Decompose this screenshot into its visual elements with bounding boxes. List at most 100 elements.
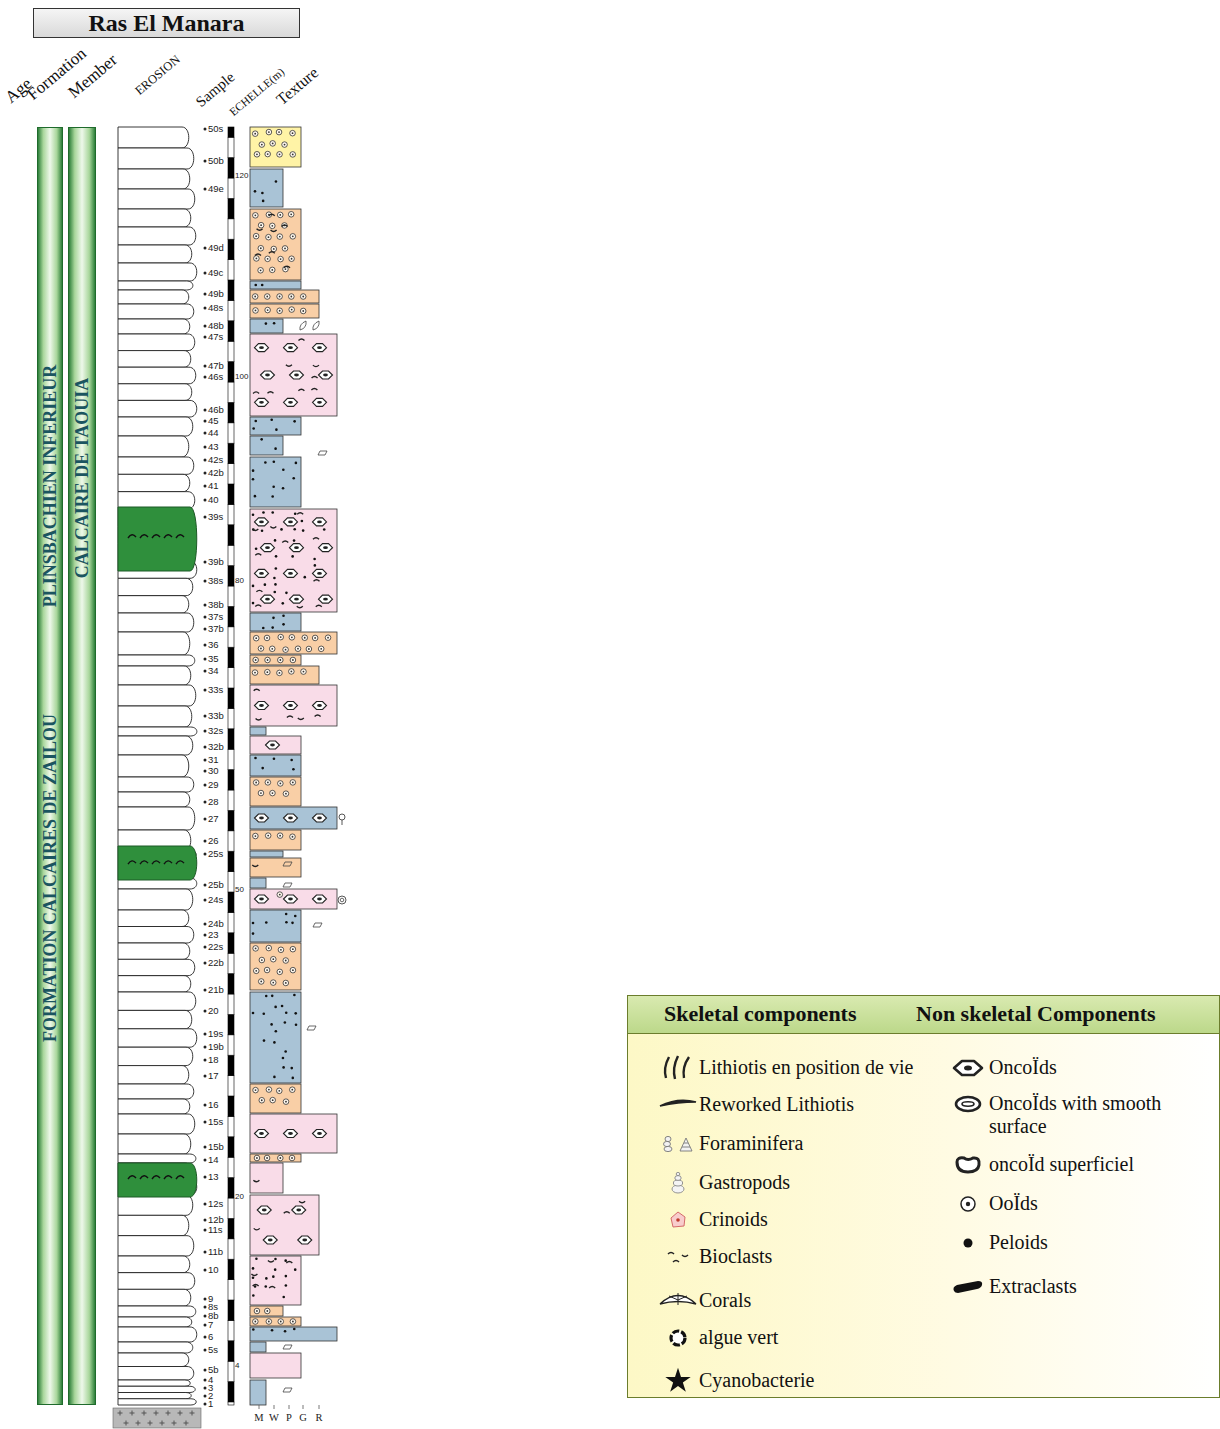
green-alga-icon bbox=[671, 1331, 685, 1345]
sample-dot bbox=[204, 644, 207, 647]
ooid-core bbox=[260, 648, 262, 650]
legend-heading-anchor: Skeletal components bbox=[664, 1001, 857, 1027]
peloid-symbol bbox=[293, 1328, 296, 1331]
sample-anchor: 37b bbox=[208, 623, 224, 635]
oncoid-symbol bbox=[313, 569, 327, 577]
peloid-symbol bbox=[275, 567, 278, 570]
sample-anchor: 32s bbox=[208, 725, 223, 737]
bed bbox=[118, 400, 197, 417]
oncoid-symbol bbox=[319, 544, 333, 552]
peloid-symbol bbox=[285, 592, 288, 595]
texture-bed bbox=[250, 851, 283, 857]
texture-bed bbox=[250, 281, 301, 289]
sample-dot bbox=[204, 604, 207, 607]
ooid-symbol bbox=[259, 142, 265, 148]
peloid-symbol bbox=[284, 1330, 287, 1333]
bed bbox=[118, 706, 192, 727]
bed bbox=[118, 1134, 191, 1154]
sample-dot bbox=[204, 1146, 207, 1149]
oncoid-core bbox=[288, 1132, 293, 1135]
bed bbox=[118, 943, 190, 959]
lithiotis-mark bbox=[140, 535, 148, 538]
texture-bed bbox=[250, 334, 337, 416]
bed bbox=[118, 457, 194, 474]
ooid-core bbox=[267, 781, 269, 783]
bed bbox=[118, 189, 195, 209]
axis-anchor: W bbox=[264, 1411, 284, 1424]
bed bbox=[118, 666, 191, 685]
scale-segment bbox=[228, 1361, 234, 1381]
legend-text: Crinoids bbox=[699, 1208, 768, 1231]
sample-dot bbox=[204, 1403, 207, 1406]
lithiotis-icon bbox=[665, 1057, 669, 1078]
lithiotis-mark bbox=[128, 535, 136, 538]
ooid-symbol bbox=[300, 294, 306, 300]
bed bbox=[118, 613, 194, 632]
bioclast-symbol bbox=[269, 252, 275, 254]
bed bbox=[118, 807, 195, 830]
bed bbox=[118, 367, 196, 384]
scale-segment bbox=[228, 851, 234, 871]
peloid-symbol bbox=[293, 528, 296, 531]
oncoid-symbol bbox=[266, 741, 280, 749]
sample-anchor: 49b bbox=[208, 288, 224, 300]
axis-tick bbox=[274, 1405, 275, 1409]
sample-dot bbox=[204, 459, 207, 462]
bed-components bbox=[254, 757, 295, 771]
bed bbox=[118, 792, 190, 807]
sample-label: 40 bbox=[208, 494, 219, 506]
bioclast-symbol bbox=[314, 580, 320, 582]
sample-anchor: 33b bbox=[208, 710, 224, 722]
sample-label: 13 bbox=[208, 1171, 219, 1183]
peloid-symbol bbox=[295, 462, 298, 465]
texture-bed bbox=[250, 1317, 301, 1326]
legend-entry: Cyanobacterie bbox=[699, 1369, 815, 1392]
oncoid-core bbox=[262, 1209, 267, 1212]
cyanobacteria-icon bbox=[665, 1368, 690, 1392]
oncoid-core bbox=[259, 898, 264, 901]
lithiotis-lens bbox=[118, 846, 197, 880]
ooid-core bbox=[285, 1101, 287, 1103]
bed bbox=[118, 1099, 190, 1114]
coral-icon bbox=[669, 1293, 687, 1305]
scale-segment bbox=[228, 382, 234, 402]
ooid-core bbox=[268, 947, 270, 949]
ooid-symbol bbox=[265, 256, 271, 262]
legend-heading: Skeletal components bbox=[664, 1001, 857, 1027]
peloid-symbol bbox=[274, 447, 277, 450]
sample-dot bbox=[204, 128, 207, 131]
sample-label: 11s bbox=[208, 1224, 223, 1236]
legend-text: Peloids bbox=[989, 1231, 1048, 1254]
sample-dot bbox=[204, 946, 207, 949]
oncoid-symbol bbox=[255, 702, 269, 710]
ooid-icon bbox=[966, 1202, 970, 1206]
ooid-symbol bbox=[254, 1155, 260, 1161]
basement-cross bbox=[130, 1411, 135, 1416]
sample-dot bbox=[204, 658, 207, 661]
lithiotis-mark bbox=[176, 861, 184, 864]
legend-symbol bbox=[957, 1158, 979, 1172]
ooid-core bbox=[254, 1321, 256, 1323]
oncoid-core bbox=[317, 520, 322, 523]
sample-label: 22s bbox=[208, 941, 223, 953]
oncoid-icon bbox=[954, 1061, 982, 1075]
texture-bed bbox=[250, 290, 319, 303]
sample-label: 19s bbox=[208, 1028, 223, 1040]
bed bbox=[118, 1047, 193, 1065]
peloid-symbol bbox=[295, 1023, 298, 1026]
oncoid-symbol bbox=[263, 1236, 277, 1244]
sample-anchor: 19s bbox=[208, 1028, 223, 1040]
sample-label: 24b bbox=[208, 918, 224, 930]
peloid-symbol bbox=[270, 418, 273, 421]
scale-segment bbox=[228, 423, 234, 443]
bed-components bbox=[253, 634, 330, 652]
scale-segment bbox=[228, 708, 234, 728]
scale-segment bbox=[228, 892, 234, 912]
peloid-symbol bbox=[255, 1257, 258, 1260]
column-header: EROSION bbox=[133, 53, 183, 97]
texture-bed bbox=[250, 910, 301, 942]
peloid-symbol bbox=[254, 284, 257, 287]
lithiotis-mark bbox=[128, 861, 136, 864]
bed bbox=[118, 1380, 190, 1386]
sample-label: 22b bbox=[208, 957, 224, 969]
